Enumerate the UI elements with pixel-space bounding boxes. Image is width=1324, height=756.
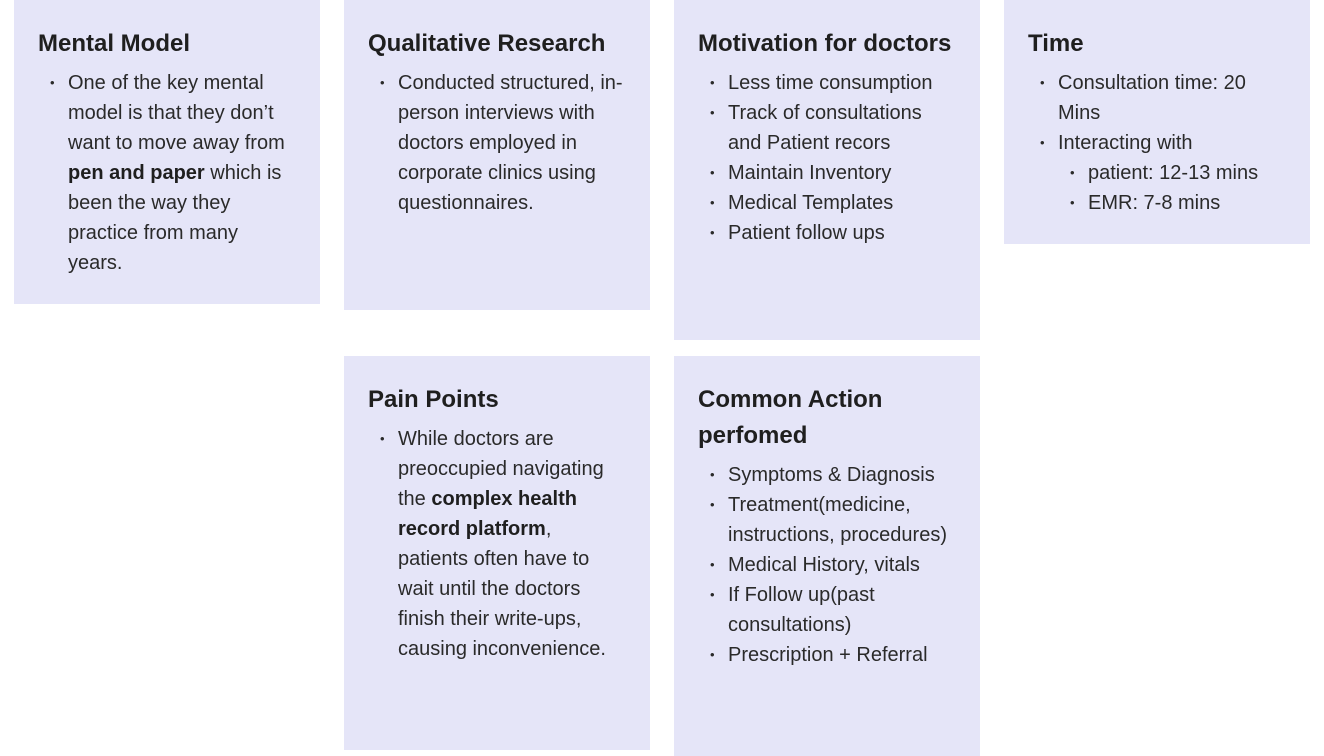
list-item: Consultation time: 20 Mins [1028,68,1286,128]
card-pain-points: Pain Points While doctors are preoccupie… [344,356,650,750]
list-item: One of the key mental model is that they… [38,68,296,278]
list-item: Less time consumption [698,68,956,98]
list-item: Symptoms & Diagnosis [698,460,956,490]
card-title: Time [1028,30,1084,57]
sub-bullet-list: patient: 12-13 mins EMR: 7-8 mins [1058,158,1286,218]
item-bold-text: pen and paper [68,162,205,184]
card-motivation: Motivation for doctors Less time consump… [674,0,980,340]
list-item: While doctors are preoccupied navigating… [368,424,626,664]
list-item: Track of consultations and Patient recor… [698,98,956,158]
bullet-list: One of the key mental model is that they… [38,68,296,278]
card-time: Time Consultation time: 20 Mins Interact… [1004,0,1310,244]
list-item: Medical History, vitals [698,550,956,580]
sub-list-item: EMR: 7-8 mins [1058,188,1286,218]
item-text: One of the key mental model is that they… [68,72,285,154]
card-title: Mental Model [38,30,191,57]
bullet-list: Symptoms & Diagnosis Treatment(medicine,… [698,460,956,670]
item-text: which is been the way they practice from… [68,162,282,274]
card-qualitative-research: Qualitative Research Conducted structure… [344,0,650,310]
bullet-list: Consultation time: 20 Mins Interacting w… [1028,68,1286,218]
sub-list-item: patient: 12-13 mins [1058,158,1286,188]
bullet-list: Less time consumption Track of consultat… [698,68,956,248]
list-item: Patient follow ups [698,218,956,248]
item-text: , patients often have to wait until the … [398,518,606,660]
list-item: Maintain Inventory [698,158,956,188]
list-item: Interacting with patient: 12-13 mins EMR… [1028,128,1286,218]
card-title: Qualitative Research [368,30,606,57]
list-item: Prescription + Referral [698,640,956,670]
list-item: Conducted structured, in-person intervie… [368,68,626,218]
item-bold-text: complex health record platform [398,488,577,540]
bullet-list: Conducted structured, in-person intervie… [368,68,626,218]
item-text: While doctors are preoccupied navigating… [398,428,604,510]
card-title: Common Action perfomed [698,386,883,449]
card-title: Pain Points [368,386,499,413]
card-mental-model: Mental Model One of the key mental model… [14,0,320,304]
list-item: Medical Templates [698,188,956,218]
list-item: Treatment(medicine, instructions, proced… [698,490,956,550]
card-common-actions: Common Action perfomed Symptoms & Diagno… [674,356,980,756]
list-item: If Follow up(past consultations) [698,580,956,640]
bullet-list: While doctors are preoccupied navigating… [368,424,626,664]
item-text: Interacting with [1058,132,1193,154]
card-title: Motivation for doctors [698,30,952,57]
